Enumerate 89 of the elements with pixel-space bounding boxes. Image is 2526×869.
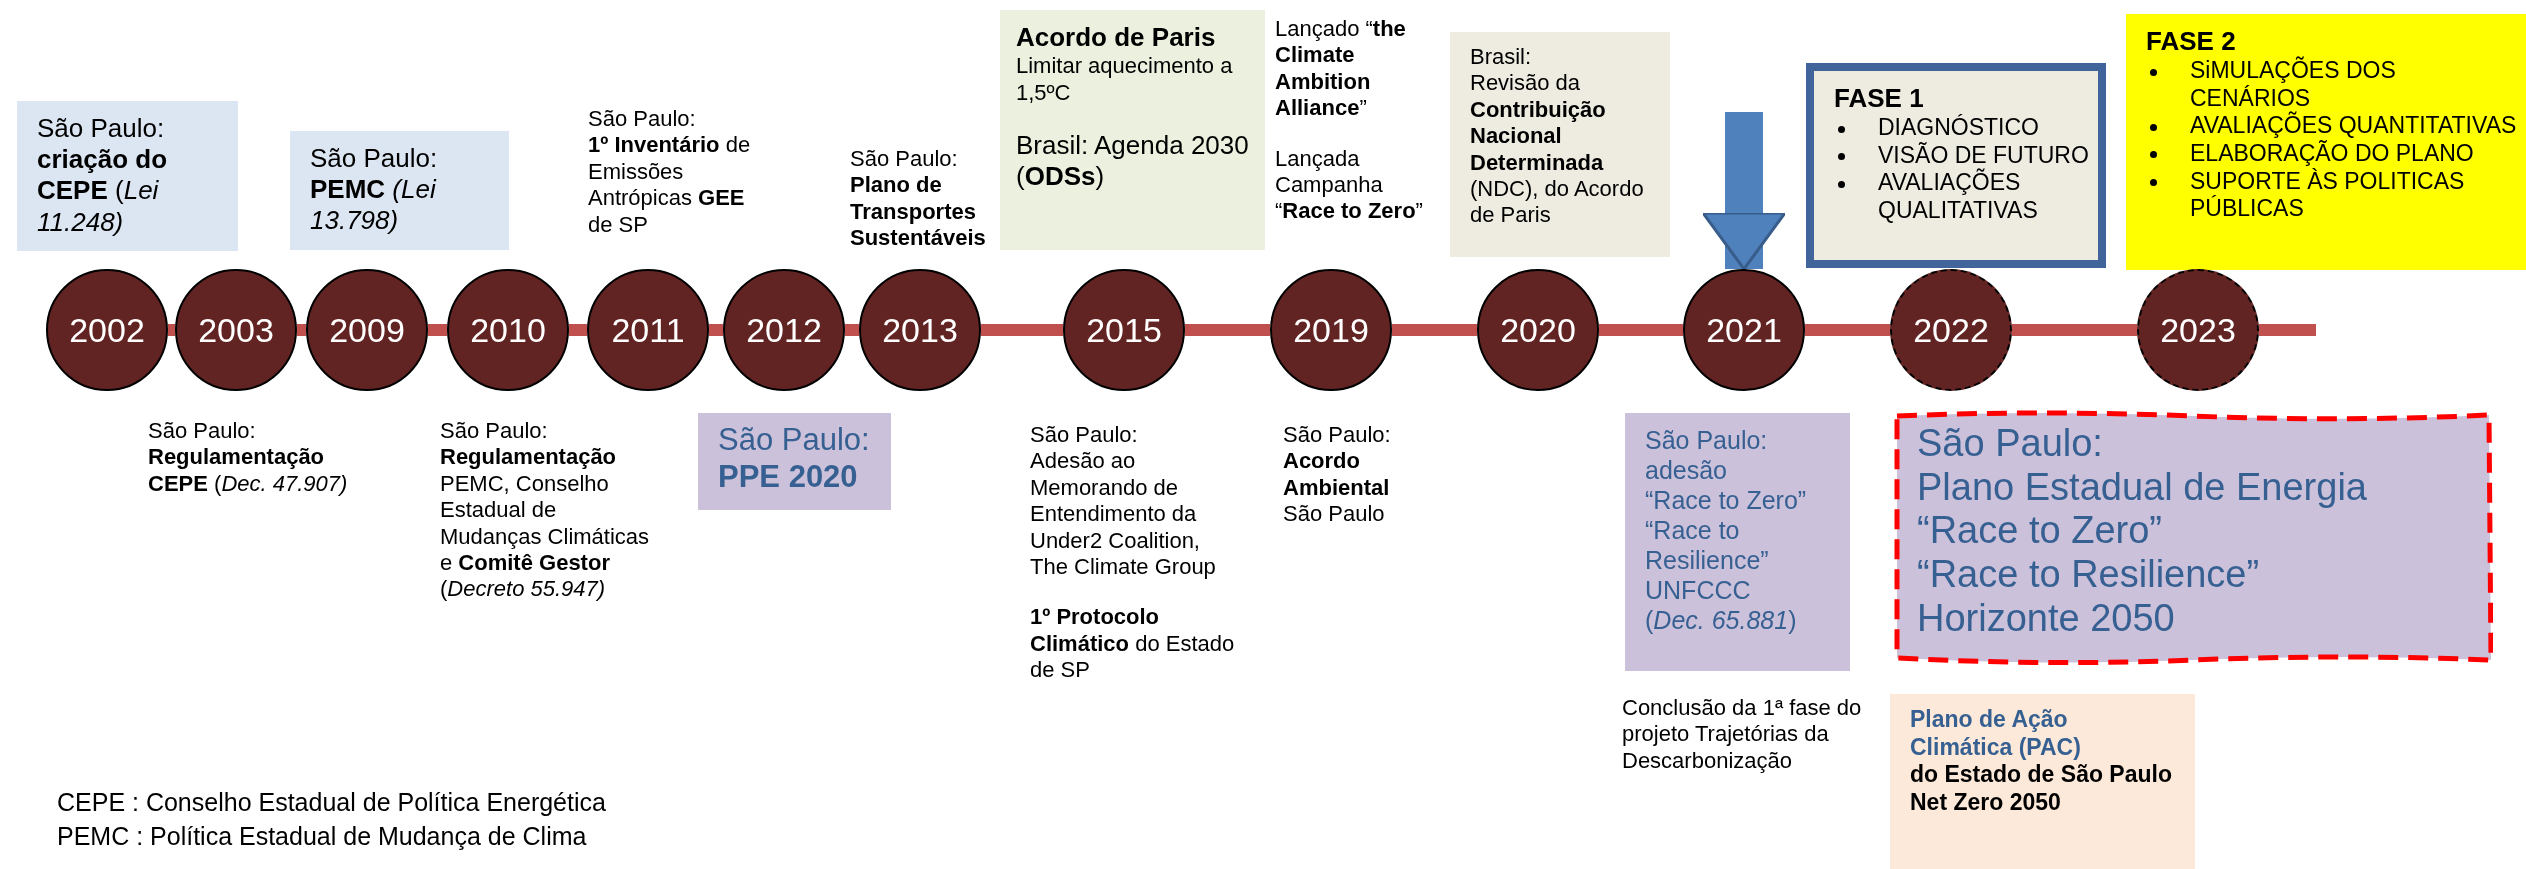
timeline-line <box>2259 324 2316 336</box>
timeline-line <box>1185 324 1270 336</box>
timeline-line <box>297 324 306 336</box>
event-text: Brasil: Agenda 2030 (ODSs) <box>1016 129 1249 193</box>
event-text: do Estado de São Paulo <box>1910 761 2173 789</box>
year-label: 2022 <box>1913 313 1989 347</box>
event-box <box>1625 413 1850 671</box>
timeline-line <box>1392 324 1477 336</box>
event-text: criação do CEPE (Lei 11.248) <box>37 144 169 238</box>
event-text: Plano Estadual de Energia <box>1917 465 2368 510</box>
year-label: 2020 <box>1500 313 1576 347</box>
event-text: “Race to Zero” <box>1917 509 2163 554</box>
event-text: São Paulo: <box>148 418 257 445</box>
event-text: Net Zero 2050 <box>1910 788 2062 817</box>
event-box <box>1000 10 1265 250</box>
year-label: 2009 <box>329 313 405 347</box>
timeline-line <box>845 324 859 336</box>
event-text: São Paulo: <box>310 143 439 175</box>
year-label: 2003 <box>198 313 274 347</box>
event-box <box>698 413 891 510</box>
timeline-line <box>709 324 723 336</box>
timeline-line <box>2012 324 2137 336</box>
event-text: São Paulo: <box>440 418 549 445</box>
highlight-box <box>1893 410 2493 665</box>
event-text: São Paulo: <box>1030 422 1139 449</box>
event-text: Acordo de Paris <box>1016 22 1217 54</box>
bullet-item: SUPORTE ÀS POLITICAS PÚBLICAS <box>2190 167 2466 223</box>
phase-heading: FASE 1 <box>1834 83 1925 114</box>
phase-heading: FASE 2 <box>2146 26 2237 56</box>
event-text: Conclusão da 1ª fase do projeto Trajetórias da Descarbonização <box>1622 695 1863 775</box>
event-box <box>290 131 509 250</box>
timeline-line <box>981 324 1063 336</box>
phase-box <box>2126 14 2526 270</box>
event-text: “Race to Resilience” <box>1917 553 2261 597</box>
year-label: 2012 <box>746 313 822 347</box>
event-text: Regulamentação PEMC, Conselho Estadual de Mudanças Climáticas e Comitê Gestor (Decreto 55.947) <box>440 444 650 603</box>
event-text: São Paulo: <box>1645 425 1769 455</box>
event-text: São Paulo: <box>718 421 871 459</box>
timeline-line <box>168 324 175 336</box>
year-label: 2019 <box>1293 313 1369 347</box>
event-text: Horizonte 2050 <box>1917 596 2176 641</box>
event-text: Lançada Campanha “Race to Zero” <box>1275 145 1424 225</box>
year-label: 2023 <box>2160 313 2236 347</box>
event-box <box>17 101 238 251</box>
event-text: “Race to Zero” <box>1645 485 1808 515</box>
phase-box <box>1806 63 2106 268</box>
bullet-item: ELABORAÇÃO DO PLANO <box>2190 139 2474 168</box>
event-text: Acordo Ambiental São Paulo <box>1283 448 1391 528</box>
event-text: PPE 2020 <box>718 458 859 496</box>
event-text: São Paulo: <box>37 113 166 145</box>
event-text: Brasil: <box>1470 44 1533 71</box>
year-label: 2015 <box>1086 313 1162 347</box>
event-text: Regulamentação CEPE (Dec. 47.907) <box>148 444 348 498</box>
bullet-item: AVALIAÇÕES QUANTITATIVAS <box>2190 112 2517 140</box>
event-text: São Paulo: <box>1283 422 1392 449</box>
event-text: (Dec. 65.881) <box>1645 605 1798 635</box>
timeline-line <box>569 324 587 336</box>
event-text: adesão <box>1645 455 1729 485</box>
event-text: UNFCCC <box>1645 575 1752 605</box>
event-text: Lançado “the Climate Ambition Alliance” <box>1275 16 1407 122</box>
timeline-line <box>1599 324 1683 336</box>
bullet-item: VISÃO DE FUTURO <box>1878 141 2089 168</box>
event-text: Plano de Transportes Sustentáveis <box>850 172 987 252</box>
abbreviation-note: CEPE : Conselho Estadual de Política Energética <box>57 787 606 818</box>
event-text: São Paulo: <box>1917 422 2104 466</box>
timeline-line <box>428 324 447 336</box>
event-text: Revisão da Contribuição Nacional Determinada (NDC), do Acordo de Paris <box>1470 70 1645 229</box>
year-label: 2011 <box>611 313 685 347</box>
event-text: PEMC (Lei 13.798) <box>310 174 438 237</box>
bullet-item: DIAGNÓSTICO <box>1878 114 2039 142</box>
event-text: São Paulo: <box>850 146 959 173</box>
event-text: Adesão ao Memorando de Entendimento da Under2 Coalition, The Climate Group <box>1030 448 1217 581</box>
event-box <box>1450 32 1670 257</box>
year-label: 2002 <box>69 313 145 347</box>
event-text: 1º Protocolo Climático do Estado de SP <box>1030 604 1235 684</box>
event-text: “Race to Resilience” <box>1645 515 1770 575</box>
year-label: 2021 <box>1706 313 1782 347</box>
year-label: 2013 <box>882 313 958 347</box>
timeline-line <box>1805 324 1890 336</box>
event-text: Plano de Ação Climática (PAC) <box>1910 706 2082 762</box>
event-text: São Paulo: <box>588 106 697 133</box>
bullet-item: SiMULAÇÕES DOS CENÁRIOS <box>2190 57 2397 111</box>
bullet-item: AVALIAÇÕES QUALITATIVAS <box>1878 169 2039 225</box>
event-text: Limitar aquecimento a 1,5ºC <box>1016 53 1234 106</box>
year-label: 2010 <box>470 313 546 347</box>
event-text: 1º Inventário de Emissões Antrópicas GEE de SP <box>588 132 752 238</box>
event-box <box>1890 694 2195 869</box>
abbreviation-note: PEMC : Política Estadual de Mudança de Clima <box>57 820 588 852</box>
block-arrow <box>1701 112 1787 271</box>
